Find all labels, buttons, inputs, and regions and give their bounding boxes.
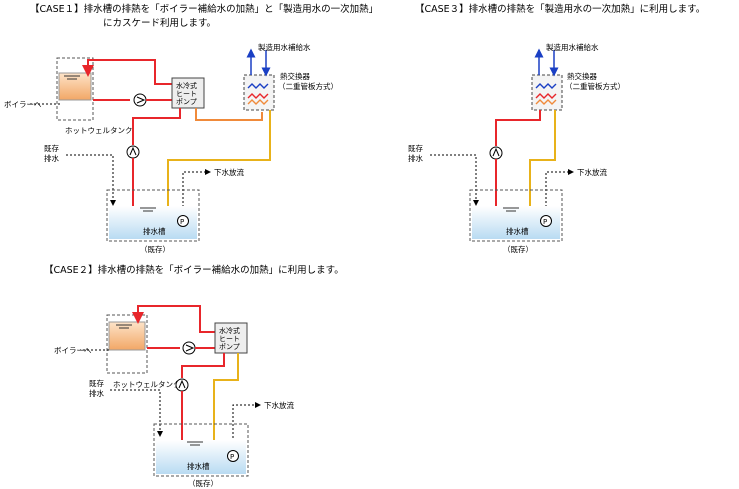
case1-hotwell-label: ホットウェルタンク: [65, 126, 133, 135]
svg-text:P: P: [180, 218, 184, 226]
svg-text:P: P: [230, 453, 234, 461]
case3-title: 【CASE３】排水槽の排熱を「製造用水の一次加熱」に利用します。: [415, 3, 705, 15]
case1-supply-water: 製造用水補給水: [258, 42, 311, 52]
svg-text:排水: 排水: [44, 153, 59, 163]
svg-text:水冷式: 水冷式: [176, 81, 197, 90]
case3-return-line: [529, 110, 556, 211]
case2-hot-supply-line: [132, 305, 215, 333]
svg-text:水冷式: 水冷式: [219, 326, 240, 335]
svg-text:（既存）: （既存）: [140, 244, 170, 254]
case1-drain-tank-frame: [106, 189, 200, 242]
case2-submersible-pump: [227, 450, 239, 462]
svg-text:既存: 既存: [408, 143, 423, 153]
svg-text:下水放流: 下水放流: [264, 400, 294, 410]
svg-text:ヒート: ヒート: [219, 335, 240, 343]
case2-hotwell-water: [108, 321, 146, 351]
case1-hotwell-water: [58, 72, 92, 101]
case2-hotwell-frame: [106, 314, 148, 374]
case2-diagram: 【CASE２】排水槽の排熱を「ボイラー補給水の加熱」に利用します。 ホットウェル…: [44, 264, 344, 488]
case2-return-line: [213, 353, 239, 442]
svg-text:排水: 排水: [408, 153, 423, 163]
svg-text:排水: 排水: [89, 388, 104, 398]
case3-submersible-pump: [540, 215, 552, 227]
case1-to-boiler: ボイラーへ: [4, 100, 42, 109]
case1-hotwell-frame: [56, 57, 94, 121]
svg-text:ヒート: ヒート: [176, 90, 197, 98]
case1-heat-exchanger: [243, 74, 275, 111]
case1-diagram: 【CASE１】排水槽の排熱を「ボイラー補給水の加熱」と「製造用水の一次加熱」 に…: [4, 3, 378, 254]
case2-heat-pump: [214, 322, 248, 354]
svg-text:ポンプ: ポンプ: [219, 343, 240, 351]
svg-text:（既存）: （既存）: [503, 244, 533, 254]
svg-text:下水放流: 下水放流: [214, 167, 244, 177]
svg-text:既存: 既存: [89, 378, 104, 388]
case2-hotwell-label: ホットウェルタンク: [113, 380, 181, 389]
svg-text:下水放流: 下水放流: [577, 167, 607, 177]
case1-submersible-pump: [177, 215, 189, 227]
case2-to-boiler: ボイラーへ: [54, 346, 92, 355]
case3-diagram: 【CASE３】排水槽の排熱を「製造用水の一次加熱」に利用します。 製造用水補給水…: [408, 3, 705, 254]
svg-text:熱交換器: 熱交換器: [280, 71, 310, 81]
svg-text:既存: 既存: [44, 143, 59, 153]
svg-text:排水槽: 排水槽: [506, 226, 529, 236]
case3-supply-water: 製造用水補給水: [546, 42, 599, 52]
case1-title-line2: にカスケード利用します。: [103, 17, 216, 29]
case2-title: 【CASE２】排水槽の排熱を「ボイラー補給水の加熱」に利用します。: [44, 264, 344, 276]
svg-text:（二重管板方式）: （二重管板方式）: [565, 81, 625, 91]
svg-text:（二重管板方式）: （二重管板方式）: [278, 81, 338, 91]
case1-heat-pump: [171, 77, 205, 109]
case2-drain-tank-frame: [153, 423, 249, 477]
case1-hot-supply-line: [82, 59, 172, 85]
svg-text:熱交換器: 熱交換器: [567, 71, 597, 81]
svg-text:（既存）: （既存）: [188, 478, 218, 488]
svg-text:排水槽: 排水槽: [187, 461, 210, 471]
svg-text:ポンプ: ポンプ: [176, 98, 197, 106]
case3-heat-exchanger: [531, 74, 563, 111]
case3-drain-tank-frame: [469, 189, 563, 242]
case1-title-line1: 【CASE１】排水槽の排熱を「ボイラー補給水の加熱」と「製造用水の一次加熱」: [30, 3, 378, 15]
svg-text:排水槽: 排水槽: [143, 226, 166, 236]
case3-hot-line: [495, 110, 541, 146]
svg-text:P: P: [543, 218, 547, 226]
case1-return-line: [167, 110, 271, 211]
